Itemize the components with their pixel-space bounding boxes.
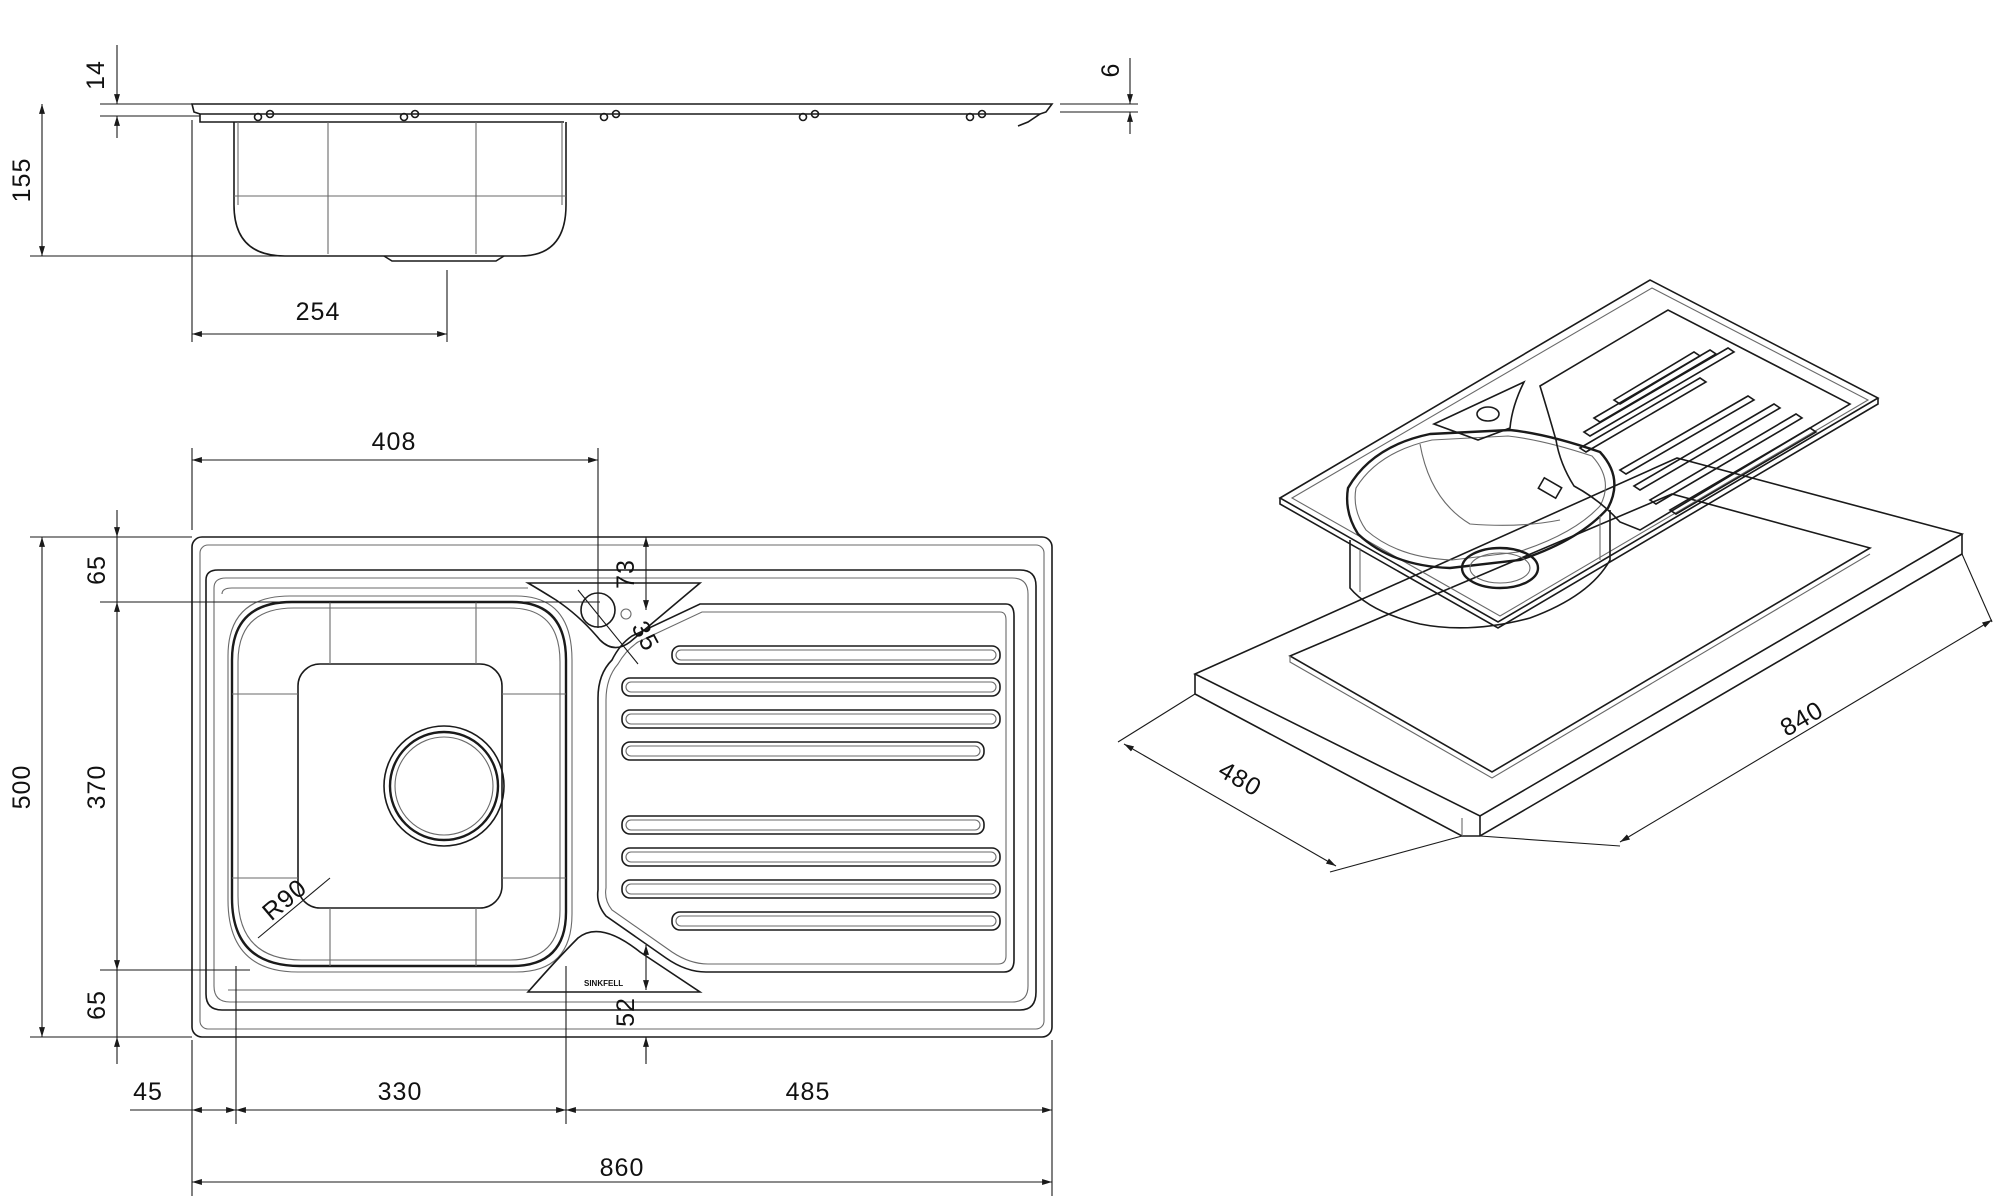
dim-front-margin: 65 (83, 555, 111, 585)
dim-bowl-depth: 155 (8, 158, 36, 203)
dim-bowl-width: 330 (378, 1078, 423, 1106)
dim-overall-width: 860 (600, 1154, 645, 1182)
dim-cutout-width: 840 (1776, 696, 1829, 743)
plan-view: SINKFELL (191, 536, 1053, 1038)
dim-tap-hole-diameter: 35 (626, 617, 665, 656)
plan-view-dimensions: 408 500 65 370 65 73 35 R90 52 (8, 428, 1053, 1196)
side-view-dimensions: 14 155 254 6 (8, 45, 1138, 342)
dim-tap-hole-distance: 73 (612, 559, 640, 589)
brand-label: SINKFELL (584, 979, 623, 988)
dim-bowl-offset: 254 (296, 298, 341, 326)
isometric-view (1193, 279, 1965, 837)
dim-rear-margin: 65 (83, 990, 111, 1020)
dim-cutout-depth: 480 (1214, 756, 1267, 803)
dim-corner-radius: R90 (257, 873, 312, 926)
dim-bowl-depth-plan: 370 (83, 765, 111, 810)
dim-rim-thickness: 14 (82, 60, 110, 90)
isometric-dimensions: 480 840 (1117, 553, 1993, 873)
dim-tap-position: 408 (372, 428, 417, 456)
dim-overflow-distance: 52 (612, 997, 640, 1027)
dim-edge-height: 6 (1097, 63, 1125, 78)
dim-left-margin: 45 (133, 1078, 163, 1106)
side-elevation-view (190, 103, 1054, 262)
dim-drainer-width: 485 (786, 1078, 831, 1106)
dim-overall-depth: 500 (8, 765, 36, 810)
